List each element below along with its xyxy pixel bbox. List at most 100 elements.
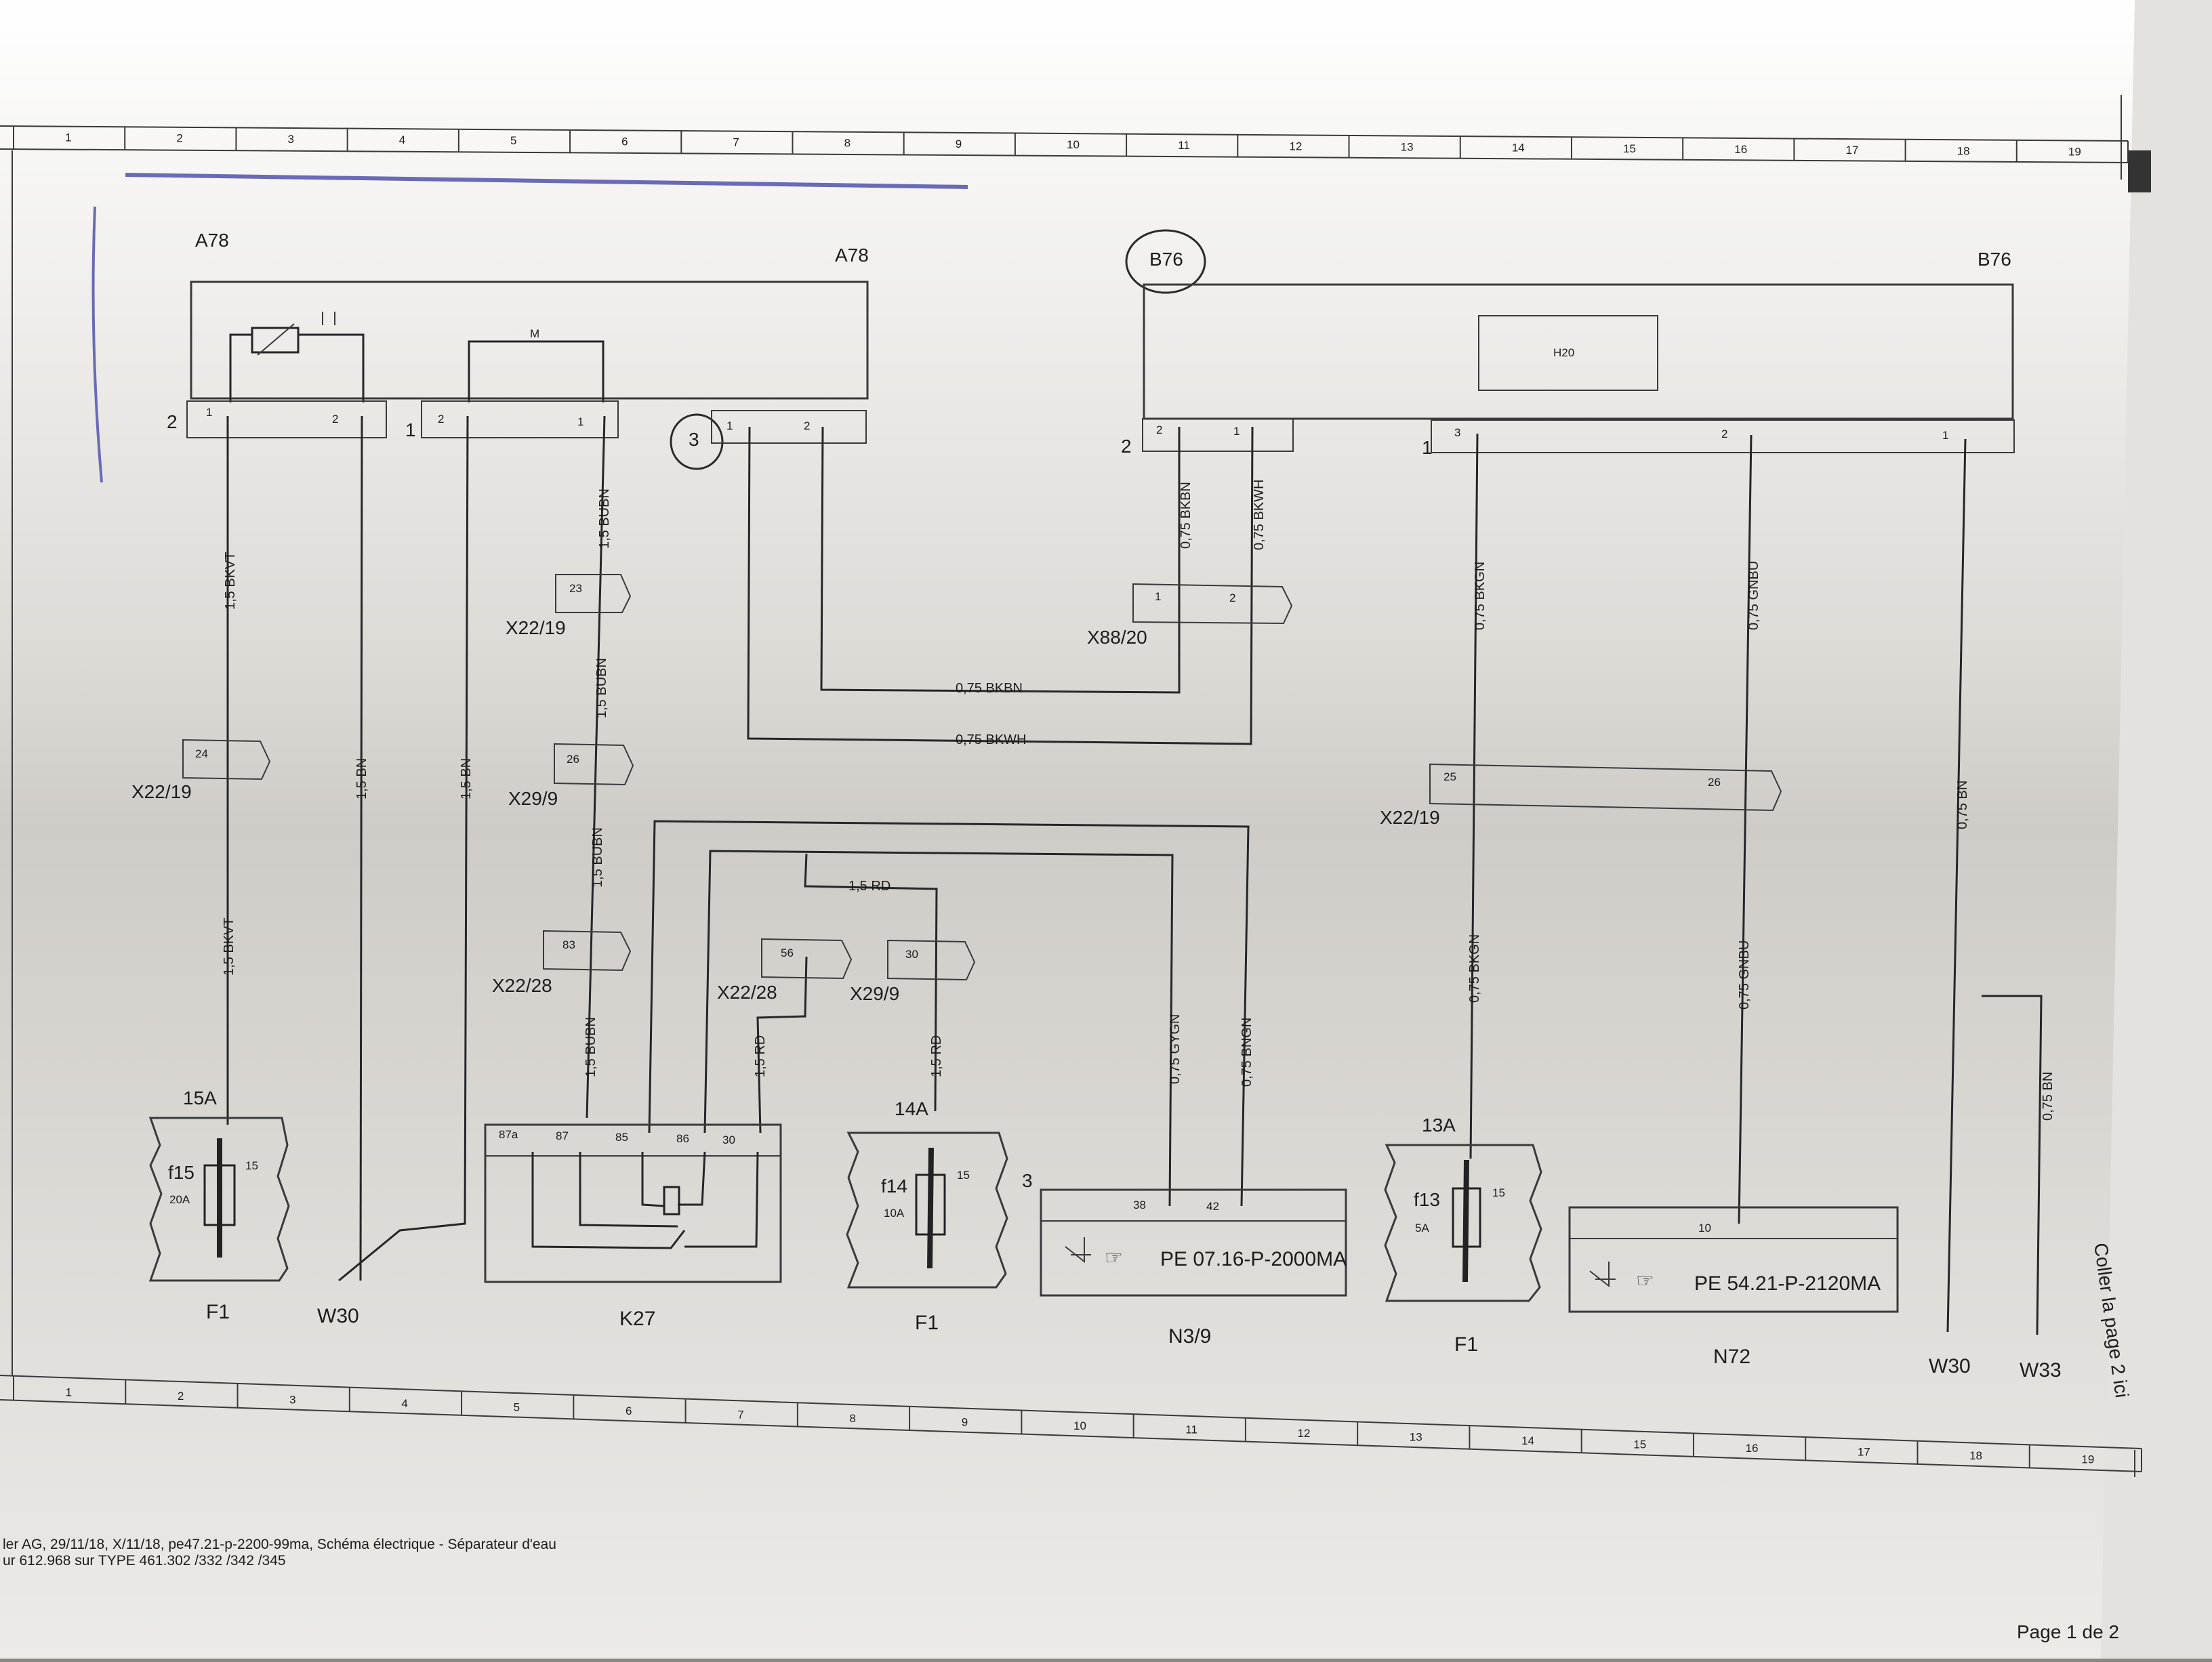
f1-label: F1 [915,1312,939,1334]
wire-label: 1,5 BUBN [597,489,612,549]
bottom-ruler-number: 7 [737,1409,743,1421]
top-ruler-number: 11 [1178,139,1190,152]
top-ruler-number: 18 [1957,144,1970,157]
connector-pin: 56 [781,947,794,959]
pen-underline-mark [125,173,968,189]
pen-circle-b76 [1125,229,1206,294]
pin-group-label: 3 [689,429,699,450]
pointing-hand-icon: ☞ [1105,1247,1123,1269]
fuse-id-label: f15 [168,1162,194,1183]
fuse-f15-holder [148,1117,290,1282]
module-pin-label: 38 [1133,1199,1146,1211]
top-ruler-number: 3 [288,133,294,146]
bottom-ruler-number: 12 [1298,1427,1311,1440]
fuse-amp-label: 13A [1422,1115,1456,1136]
bottom-ruler-number: 4 [401,1397,407,1410]
b76-label-right: B76 [1978,249,2011,270]
pin-label: 1 [726,419,733,432]
pin-label: 2 [438,413,444,425]
connector-label: X22/19 [1380,807,1440,828]
footer-line-1: ler AG, 29/11/18, X/11/18, pe47.21-p-220… [3,1537,556,1552]
fuse-id-label: f13 [1414,1189,1440,1210]
bottom-ruler-number: 1 [66,1386,72,1399]
bottom-ruler-number: 18 [1969,1449,1982,1462]
wire-label: 0,75 BNGN [1240,1018,1254,1087]
relay-coil-icon [663,1186,680,1216]
connector-pin: 1 [1155,590,1161,603]
relay-pin-label: 85 [615,1131,628,1144]
fuse-f13-holder [1384,1144,1542,1302]
bottom-ruler-number: 13 [1410,1430,1422,1443]
bottom-ruler-number: 16 [1746,1442,1759,1455]
connector-pin: 83 [562,938,575,951]
wire-label: 0,75 BKBN [956,681,1023,696]
wire-label: 0,75 BKBN [1179,482,1193,549]
pen-circle-3 [670,413,724,470]
wire-label: 0,75 BN [1955,781,1970,829]
connector-label: X22/28 [492,975,552,996]
k27-label: K27 [619,1308,655,1330]
module-pin-label: 10 [1698,1222,1711,1234]
wire-labels: 1,5 BKVT 1,5 BKVT 1,5 BN 1,5 BN 1,5 BUBN… [222,480,2055,1121]
connector-label: X29/9 [508,788,558,809]
bottom-ruler-number: 2 [178,1390,184,1403]
h20-label: H20 [1553,346,1574,359]
connector-pin: 24 [195,747,208,760]
top-ruler-number: 10 [1067,138,1080,151]
bottom-ruler-number: 14 [1521,1434,1534,1447]
pin-label: 2 [1721,428,1727,440]
a78-label-left: A78 [195,230,229,251]
bottom-ruler-number: 9 [962,1416,968,1429]
a78-module-box [190,281,869,400]
wire-label: 0,75 BN [2041,1072,2055,1121]
connector-pin: 26 [1708,776,1721,789]
wire-label: 1,5 BUBN [583,1017,598,1077]
top-ruler-number: 14 [1512,142,1525,154]
fuse-amp-label: 14A [895,1098,928,1119]
relay-pin-label: 87 [556,1129,569,1142]
top-ruler-number: 9 [956,138,962,150]
connector-label: X22/19 [131,781,192,802]
pin-group-label: 1 [1422,437,1433,458]
wire-label: 1,5 BKVT [223,552,238,610]
top-ruler-number: 15 [1623,142,1636,155]
connector-pin: 26 [567,753,579,766]
n72-ref-label: PE 54.21-P-2120MA [1694,1272,1881,1295]
n3-9-ref-label: PE 07.16-P-2000MA [1160,1248,1347,1270]
wire-label: 1,5 RD [848,879,890,894]
top-ruler-number: 16 [1734,143,1747,156]
fuse-pin-label: 15 [1492,1186,1505,1199]
relay-pin-label: 87a [499,1128,518,1141]
b76-module-box [1143,283,2014,420]
wire-label: 1,5 RD [929,1035,944,1077]
pin-label: 1 [1942,429,1948,442]
connector-label: X22/19 [506,617,566,638]
wire-label: 1,5 RD [753,1035,768,1077]
n3-9-label: N3/9 [1168,1325,1211,1348]
f1-label: F1 [206,1301,230,1323]
top-ruler-number: 1 [65,131,71,144]
fuse-pin-label: 15 [957,1169,970,1182]
connector-label: X29/9 [850,983,899,1004]
pin-group-label: 2 [167,411,178,432]
top-ruler-number: 19 [2068,145,2081,158]
relay-pin-label: 30 [722,1134,735,1146]
pin-group-label: 2 [1121,436,1132,457]
top-ruler-number: 6 [621,135,628,148]
bottom-ruler-number: 17 [1858,1445,1870,1458]
f1-label: F1 [1454,1333,1478,1356]
fuse-id-label: f14 [881,1176,907,1197]
pin-group-label: 1 [405,419,416,440]
top-ruler-number: 5 [510,134,516,147]
bottom-ruler-number: 8 [849,1412,855,1425]
connector-label: X22/28 [717,982,777,1003]
connector-pin: 25 [1443,770,1456,783]
w30-label: W30 [1929,1355,1971,1377]
pin-label: 2 [804,419,810,432]
fuse-rating-label: 10A [884,1207,905,1220]
n72-label: N72 [1713,1346,1750,1368]
